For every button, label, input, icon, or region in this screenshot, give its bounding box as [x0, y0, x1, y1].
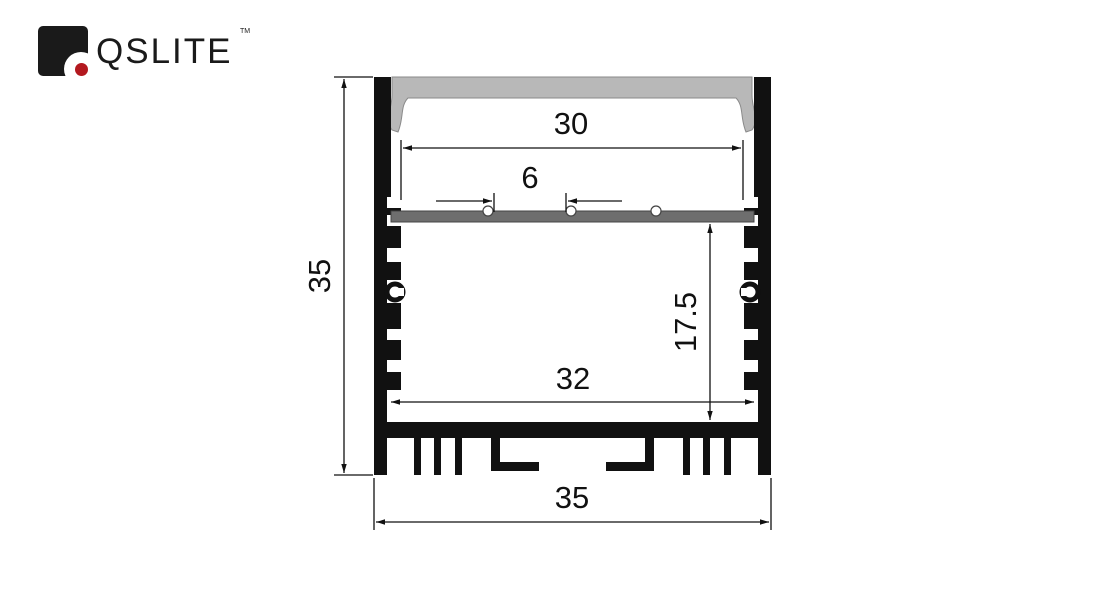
profile-left-wall	[374, 77, 401, 475]
dimension-total-width	[373, 478, 772, 530]
dimension-total-width-label: 35	[555, 480, 589, 515]
screw-channel-right-gap	[741, 288, 747, 296]
dimension-led-spacing-label: 6	[521, 160, 538, 195]
trademark-mark: TM	[240, 28, 251, 35]
dimension-inner-width	[400, 140, 744, 200]
dimension-led-spacing	[436, 193, 622, 212]
dimension-inner-bottom-width-label: 32	[556, 361, 590, 396]
dimension-total-height	[334, 76, 373, 476]
profile-right-wall	[744, 77, 771, 475]
brand-logo: QSLITE TM	[38, 26, 258, 86]
brand-name: QSLITE	[96, 32, 233, 71]
led-chip-2	[565, 205, 577, 217]
led-chip-1	[482, 205, 494, 217]
screw-channel-left-gap	[398, 288, 404, 296]
led-chip-3	[650, 205, 662, 217]
logo-red-dot	[75, 63, 88, 76]
profile-base	[374, 422, 771, 475]
dimension-total-height-label: 35	[302, 259, 337, 293]
dimension-mount-height-label: 17.5	[668, 292, 703, 352]
dimension-inner-width-label: 30	[554, 106, 588, 141]
